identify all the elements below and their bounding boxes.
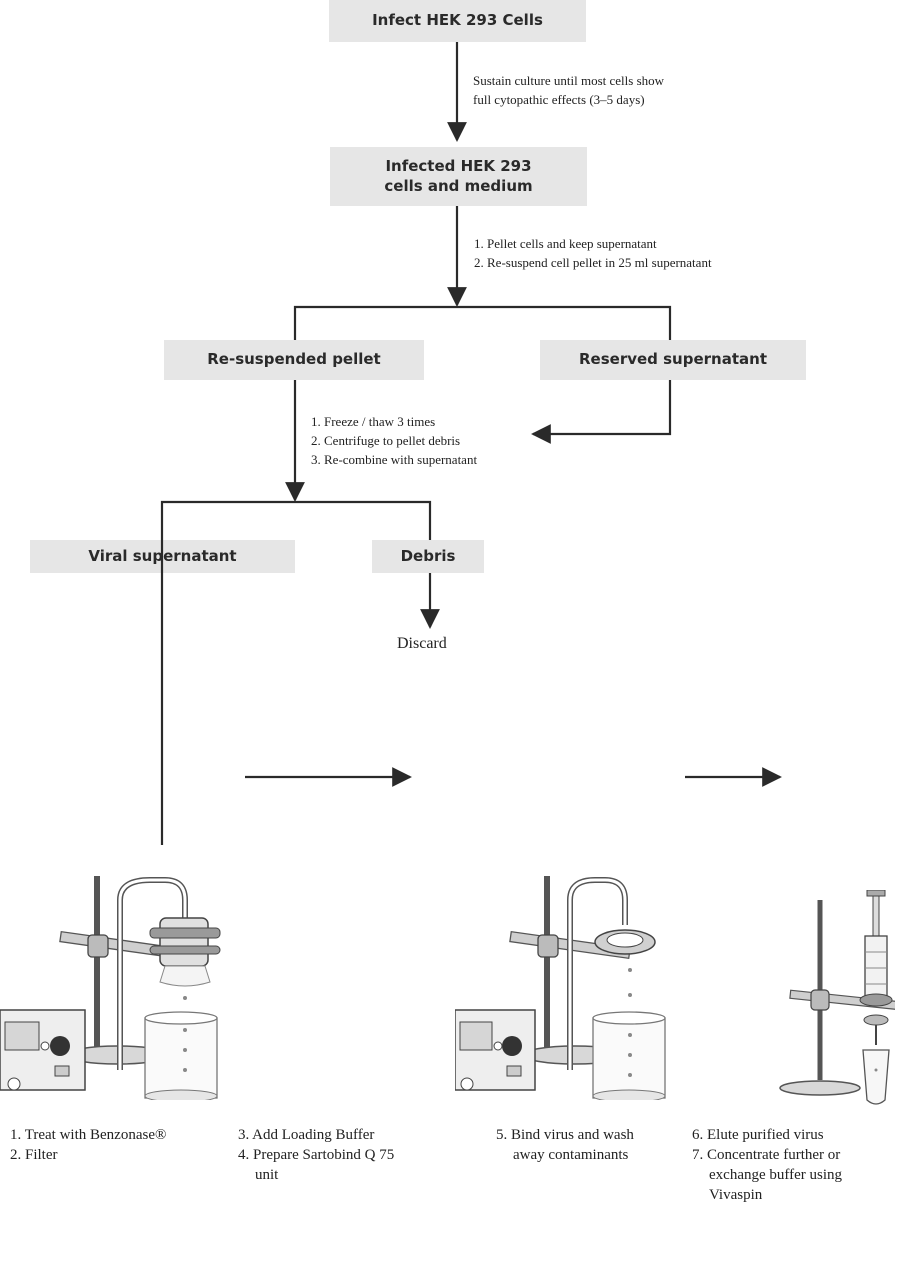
caption-bind-virus: 5. Bind virus and wash away contaminants <box>496 1127 634 1163</box>
vivaspin-setup-illustration <box>779 890 895 1105</box>
note-pellet-cells: 1. Pellet cells and keep supernatant 2. … <box>474 236 712 270</box>
caption-treat-filter: 1. Treat with Benzonase® 2. Filter <box>10 1127 167 1163</box>
box-infect-hek293: Infect HEK 293 Cells <box>329 0 586 42</box>
discard-label: Discard <box>397 635 447 652</box>
binding-setup-illustration <box>455 876 666 1100</box>
split-line-bottom <box>160 500 432 845</box>
box-infected-cells: Infected HEK 293 cells and medium <box>330 147 587 206</box>
box-infected-line2: cells and medium <box>384 176 533 195</box>
caption-loading-buffer: 3. Add Loading Buffer 4. Prepare Sartobi… <box>238 1127 395 1183</box>
box-debris: Debris <box>372 540 484 573</box>
note-sustain-culture: Sustain culture until most cells show fu… <box>473 73 665 107</box>
filtration-setup-illustration <box>0 876 221 1100</box>
box-reserved-supernatant: Reserved supernatant <box>540 340 806 380</box>
note-freeze-thaw: 1. Freeze / thaw 3 times 2. Centrifuge t… <box>311 414 478 467</box>
box-resuspended-pellet: Re-suspended pellet <box>164 340 424 380</box>
box-infected-line1: Infected HEK 293 <box>385 157 532 175</box>
split-line-top <box>293 305 672 340</box>
caption-elute-concentrate: 6. Elute purified virus 7. Concentrate f… <box>692 1127 843 1203</box>
arrow-reserved-merge <box>531 380 672 444</box>
